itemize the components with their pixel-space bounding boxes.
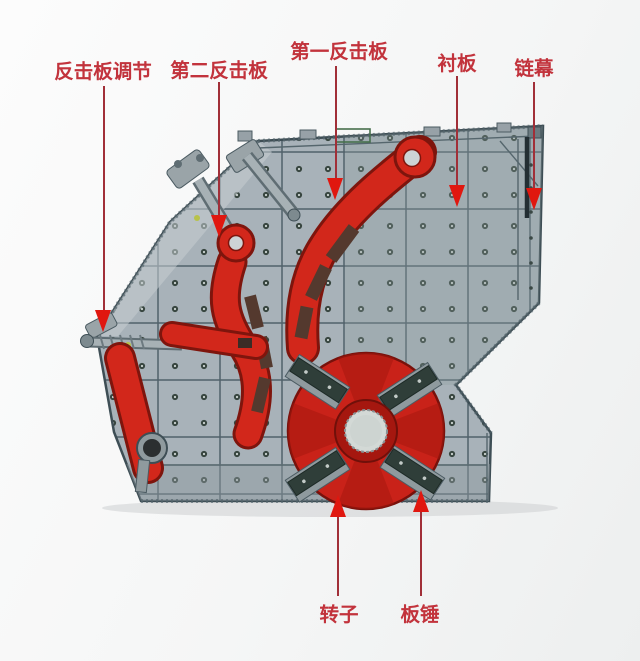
first-impact-plate [285, 135, 437, 365]
first-plate-liner-bars [294, 224, 360, 340]
liner-plate-area [345, 126, 543, 385]
suspension-rod-upper [225, 139, 301, 222]
blow-bar-sw [284, 446, 351, 503]
arrow-chain [526, 188, 542, 210]
adjuster-link [159, 321, 269, 360]
label-second-impact-plate: 第二反击板 [170, 59, 268, 82]
arrow-adjuster [95, 310, 111, 332]
lower-left-arm [104, 342, 168, 494]
label-first-impact-plate: 第一反击板 [290, 40, 388, 63]
arrow-second-plate [211, 215, 227, 237]
annotations: 反击板调节 第二反击板 第一反击板 衬板 链幕 转子 板锤 [54, 40, 554, 626]
arrow-rotor [330, 495, 346, 517]
label-rotor: 转子 [319, 603, 358, 626]
top-lug [496, 122, 512, 133]
blow-bar-se [379, 444, 446, 501]
arrow-blow-bar [413, 490, 429, 512]
label-chain-curtain: 链幕 [514, 57, 554, 80]
blow-bar-ne [376, 361, 443, 418]
label-liner-plate: 衬板 [437, 52, 477, 75]
blow-bar-nw [284, 353, 351, 410]
top-lug [237, 130, 253, 142]
ground-shadow [102, 499, 558, 517]
top-lug [299, 129, 317, 140]
arrow-first-plate [327, 178, 343, 200]
label-blow-bar: 板锤 [400, 603, 440, 626]
top-lug [423, 126, 441, 137]
rotor [284, 351, 446, 511]
arrow-liner [449, 185, 465, 207]
label-impact-plate-adjuster: 反击板调节 [54, 60, 152, 83]
